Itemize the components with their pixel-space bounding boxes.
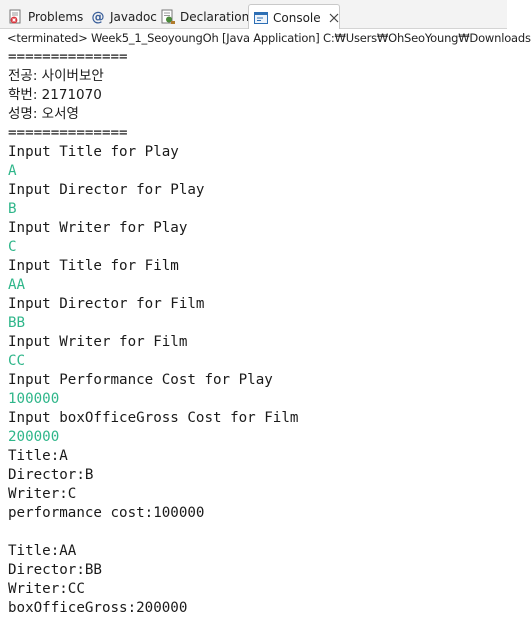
console-status-line: <terminated> Week5_1_SeoyoungOh [Java Ap…	[0, 29, 531, 48]
console-output-line: Director:BB	[8, 562, 102, 578]
tab-javadoc[interactable]: @ Javadoc	[90, 4, 157, 30]
tab-declaration[interactable]: Declaration	[160, 4, 249, 30]
problems-icon	[8, 9, 24, 25]
console-output-line: Input Title for Film	[8, 258, 179, 274]
console-output-line: Input Writer for Film	[8, 334, 188, 350]
console-user-input-line: C	[8, 239, 17, 255]
console-user-input-line: A	[8, 163, 17, 179]
console-output-line: Input Writer for Play	[8, 220, 188, 236]
tab-label: Console	[273, 10, 321, 25]
console-output-line	[8, 523, 507, 542]
tab-label: Declaration	[180, 10, 250, 24]
console-output-line: Input boxOfficeGross Cost for Film	[8, 410, 299, 426]
console-output-line: Writer:CC	[8, 581, 85, 597]
console-user-input-line: BB	[8, 315, 26, 331]
console-user-input-line: 200000	[8, 429, 60, 445]
console-output-line: performance cost:100000	[8, 505, 205, 521]
console-output-line: Writer:C	[8, 486, 77, 502]
console-user-input-line: CC	[8, 353, 26, 369]
console-output-line: boxOfficeGross:200000	[8, 600, 188, 616]
console-output-line: 학번: 2171070	[8, 87, 102, 103]
declaration-icon	[160, 9, 176, 25]
console-output-line: Input Title for Play	[8, 144, 179, 160]
view-tab-bar: Problems @ Javadoc Declaration Consol	[0, 0, 507, 30]
tab-problems[interactable]: Problems	[8, 4, 83, 30]
tab-label: Problems	[28, 10, 84, 24]
console-output-line: Title:AA	[8, 543, 77, 559]
javadoc-at-icon: @	[91, 9, 105, 25]
console-output-line: 성명: 오서영	[8, 106, 79, 122]
console-output-line: ==============	[8, 49, 128, 65]
console-output-line: ==============	[8, 125, 128, 141]
console-user-input-line: B	[8, 201, 17, 217]
console-output-line: Title:A	[8, 448, 68, 464]
tab-label: Javadoc	[110, 10, 157, 24]
console-output-line: Input Performance Cost for Play	[8, 372, 273, 388]
console-icon	[253, 10, 269, 26]
console-user-input-line: AA	[8, 277, 26, 293]
console-output-line: Input Director for Film	[8, 296, 205, 312]
tab-console[interactable]: Console	[248, 4, 340, 30]
console-output-line: Input Director for Play	[8, 182, 205, 198]
console-output-line: 전공: 사이버보안	[8, 68, 104, 84]
console-output-line: Director:B	[8, 467, 94, 483]
console-user-input-line: 100000	[8, 391, 60, 407]
close-icon[interactable]	[329, 11, 339, 25]
